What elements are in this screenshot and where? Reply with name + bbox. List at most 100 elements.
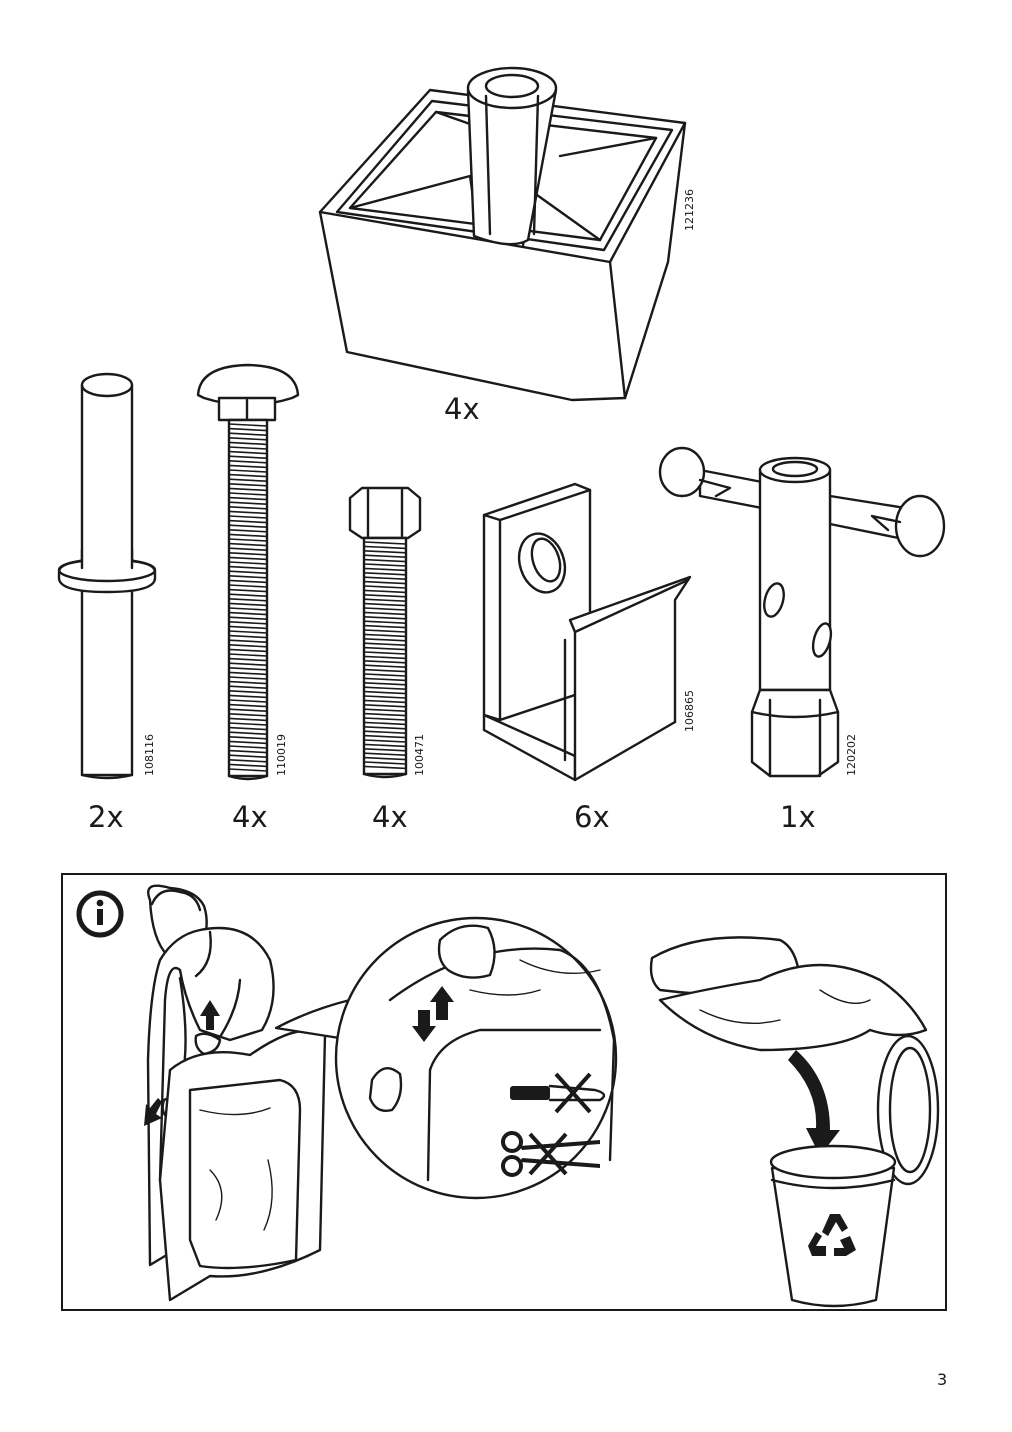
bolt-thread-line <box>363 558 407 563</box>
bolt-thread-line <box>363 695 407 699</box>
bolt-thread-line <box>228 515 268 519</box>
bolt-thread-line <box>363 748 407 752</box>
bolt-thread-line <box>363 704 407 708</box>
bolt-thread-line <box>363 598 407 602</box>
bolt-thread-line <box>228 713 268 717</box>
bolt-thread-line <box>363 589 407 594</box>
bolt-thread-line <box>228 676 268 680</box>
bolt-thread-line <box>363 686 407 690</box>
bolt-thread-line <box>228 680 268 685</box>
bolt-thread-line <box>363 651 407 655</box>
bolt-thread-line <box>363 660 407 664</box>
bolt-thread-line <box>228 621 268 625</box>
bolt-thread-line <box>363 580 407 585</box>
bolt-thread-line <box>228 542 268 547</box>
dowel-pin-quantity: 2x <box>88 800 124 834</box>
bolt-thread-line <box>228 685 268 689</box>
bolt-thread-line <box>228 579 268 584</box>
bolt-thread-line <box>228 427 268 432</box>
bolt-thread-line <box>228 492 268 496</box>
bolt-thread-line <box>228 740 268 745</box>
square-leg-quantity: 4x <box>444 392 480 426</box>
bolt-thread-line <box>228 510 268 515</box>
bolt-thread-line <box>228 648 268 653</box>
bolt-thread-line <box>228 556 268 561</box>
bolt-thread-line <box>363 541 407 545</box>
bolt-thread-line <box>228 565 268 570</box>
bolt-thread-line <box>363 730 407 734</box>
bolt-thread-line <box>228 432 268 436</box>
bolt-thread-line <box>228 703 268 708</box>
bolt-thread-line <box>363 629 407 633</box>
bolt-thread-line <box>363 712 407 717</box>
bolt-thread-line <box>363 765 407 770</box>
bolt-thread-line <box>228 722 268 726</box>
bolt-thread-line <box>363 752 407 756</box>
bolt-thread-line <box>363 756 407 761</box>
bolt-thread-line <box>228 524 268 528</box>
bolt-thread-line <box>228 754 268 758</box>
bolt-thread-line <box>363 673 407 677</box>
bolt-thread-line <box>228 717 268 722</box>
bolt-thread-line <box>363 572 407 576</box>
bolt-thread-line <box>228 506 268 510</box>
bolt-thread-line <box>363 646 407 651</box>
bolt-thread-line <box>363 554 407 558</box>
bolt-thread-line <box>363 690 407 695</box>
bolt-thread-line <box>228 759 268 763</box>
bolt-thread-line <box>363 616 407 620</box>
bolt-thread-line <box>363 594 407 598</box>
bolt-thread-line <box>363 717 407 721</box>
bolt-thread-line <box>228 588 268 593</box>
bolt-thread-line <box>228 483 268 487</box>
bolt-thread-line <box>228 690 268 694</box>
u-bracket-quantity: 6x <box>574 800 610 834</box>
bolt-thread-line <box>363 668 407 673</box>
bolt-thread-line <box>228 478 268 482</box>
bolt-thread-line <box>228 501 268 505</box>
bolt-thread-line <box>363 633 407 638</box>
bolt-thread-line <box>228 745 268 749</box>
bolt-thread-line <box>228 671 268 676</box>
bolt-thread-line <box>363 734 407 739</box>
bolt-thread-line <box>228 768 268 772</box>
packaging-info-panel <box>61 873 947 1311</box>
recycle-bin <box>769 1034 940 1308</box>
bolt-thread-line <box>228 423 268 427</box>
bolt-thread-line <box>228 547 268 551</box>
bolt-thread-line <box>228 437 268 441</box>
bolt-thread-line <box>228 570 268 574</box>
bolt-thread-line <box>228 446 268 450</box>
bolt-thread-line <box>228 598 268 602</box>
bolt-thread-line <box>363 620 407 624</box>
bolt-thread-line <box>363 545 407 550</box>
bolt-thread-line <box>228 552 268 556</box>
bolt-thread-line <box>228 694 268 699</box>
bolt-thread-line <box>228 657 268 662</box>
bolt-thread-line <box>228 634 268 639</box>
bolt-thread-line <box>228 736 268 740</box>
bolt-thread-line <box>228 593 268 597</box>
carriage-bolt-quantity: 4x <box>232 800 268 834</box>
bolt-thread-line <box>363 642 407 646</box>
bolt-thread-line <box>363 611 407 616</box>
bolt-thread-line <box>228 667 268 671</box>
bolt-thread-line <box>228 487 268 492</box>
bolt-thread-line <box>228 639 268 643</box>
bolt-thread-line <box>228 708 268 712</box>
bolt-thread-line <box>228 699 268 703</box>
bolt-thread-line <box>228 630 268 634</box>
bolt-thread-line <box>228 731 268 735</box>
bolt-thread-line <box>363 739 407 743</box>
bolt-thread-line <box>363 677 407 682</box>
bolt-thread-line <box>228 575 268 579</box>
bolt-thread-line <box>363 721 407 726</box>
info-icon <box>76 890 124 938</box>
bolt-thread-line <box>228 584 268 588</box>
detail-magnifier <box>274 916 618 1200</box>
bolt-thread-line <box>228 749 268 754</box>
